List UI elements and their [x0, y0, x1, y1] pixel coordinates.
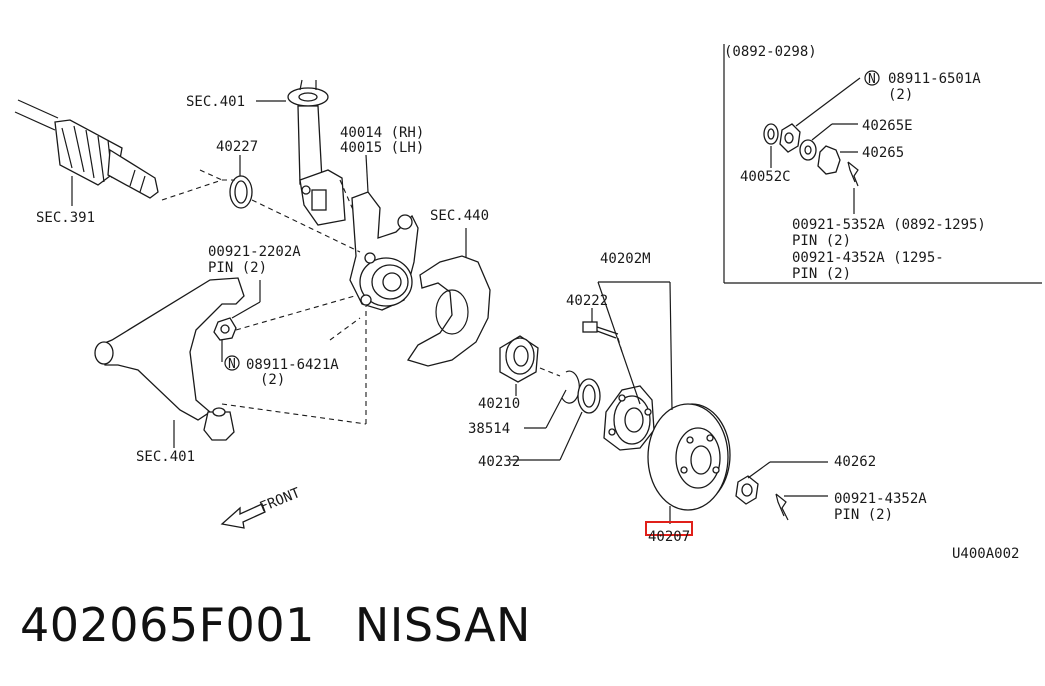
seal-40232 [577, 378, 601, 414]
n-symbol-text: N [868, 72, 876, 87]
inset-date-range: (0892-0298) [724, 44, 817, 60]
footer: 402065F001 NISSAN [20, 598, 571, 652]
label-40210: 40210 [478, 396, 520, 412]
assembly-lines [199, 169, 367, 425]
highlight-box [645, 521, 693, 536]
hub-nut-40262 [735, 475, 789, 521]
brand-name: NISSAN [354, 598, 531, 652]
label-pin-4352a-sub: PIN (2) [834, 507, 893, 523]
label-pin-4352a: 00921-4352A [834, 491, 927, 507]
n-symbol-icon: N [864, 70, 880, 87]
label-40232: 40232 [478, 454, 520, 470]
inset-nut-6501a-sub: (2) [888, 87, 913, 103]
label-40227: 40227 [216, 139, 258, 155]
front-arrow [220, 503, 266, 529]
part-number: 402065F001 [20, 598, 315, 652]
label-40202m: 40202M [600, 251, 651, 267]
brake-disc-40207 [647, 403, 731, 511]
inset-pin-4352a-sub: PIN (2) [792, 266, 851, 282]
label-sec440: SEC.440 [430, 208, 489, 224]
label-nut-6421a: 08911-6421A [246, 357, 339, 373]
inset-pin-5352a-sub: PIN (2) [792, 233, 851, 249]
bearing-40210 [499, 335, 539, 383]
n-symbol-text: N [228, 357, 236, 372]
label-pin-2202a-sub: PIN (2) [208, 260, 267, 276]
label-40222: 40222 [566, 293, 608, 309]
leader-lines [71, 100, 828, 524]
seal-40227 [229, 175, 253, 209]
wheel-hub-40202M [603, 385, 655, 451]
label-sec401-top: SEC.401 [186, 94, 245, 110]
label-nut-6421a-sub: (2) [260, 372, 285, 388]
hub-bolt-40222 [582, 321, 623, 353]
n-symbol-icon: N [224, 355, 240, 372]
label-pin-2202a: 00921-2202A [208, 244, 301, 260]
inset-40265e: 40265E [862, 118, 913, 134]
label-40207: 40207 [648, 529, 690, 545]
inset-nut-6501a: 08911-6501A [888, 71, 981, 87]
label-40262: 40262 [834, 454, 876, 470]
label-40015: 40015 (LH) [340, 140, 424, 156]
label-40014: 40014 (RH) [340, 125, 424, 141]
label-code: U400A002 [952, 546, 1019, 562]
snap-ring-38514 [539, 367, 580, 404]
inset-40052c: 40052C [740, 169, 791, 185]
inset-box [723, 44, 1042, 284]
knuckle [349, 191, 419, 311]
inset-pin-4352a: 00921-4352A (1295- [792, 250, 944, 266]
label-sec401-bottom: SEC.401 [136, 449, 195, 465]
label-sec391: SEC.391 [36, 210, 95, 226]
inset-40265: 40265 [862, 145, 904, 161]
strut [287, 79, 346, 226]
inset-pin-5352a: 00921-5352A (0892-1295) [792, 217, 986, 233]
splash-guard [406, 228, 491, 367]
drive-shaft [14, 99, 223, 201]
label-38514: 38514 [468, 421, 510, 437]
transverse-link [94, 277, 245, 441]
label-front: FRONT [258, 485, 304, 516]
